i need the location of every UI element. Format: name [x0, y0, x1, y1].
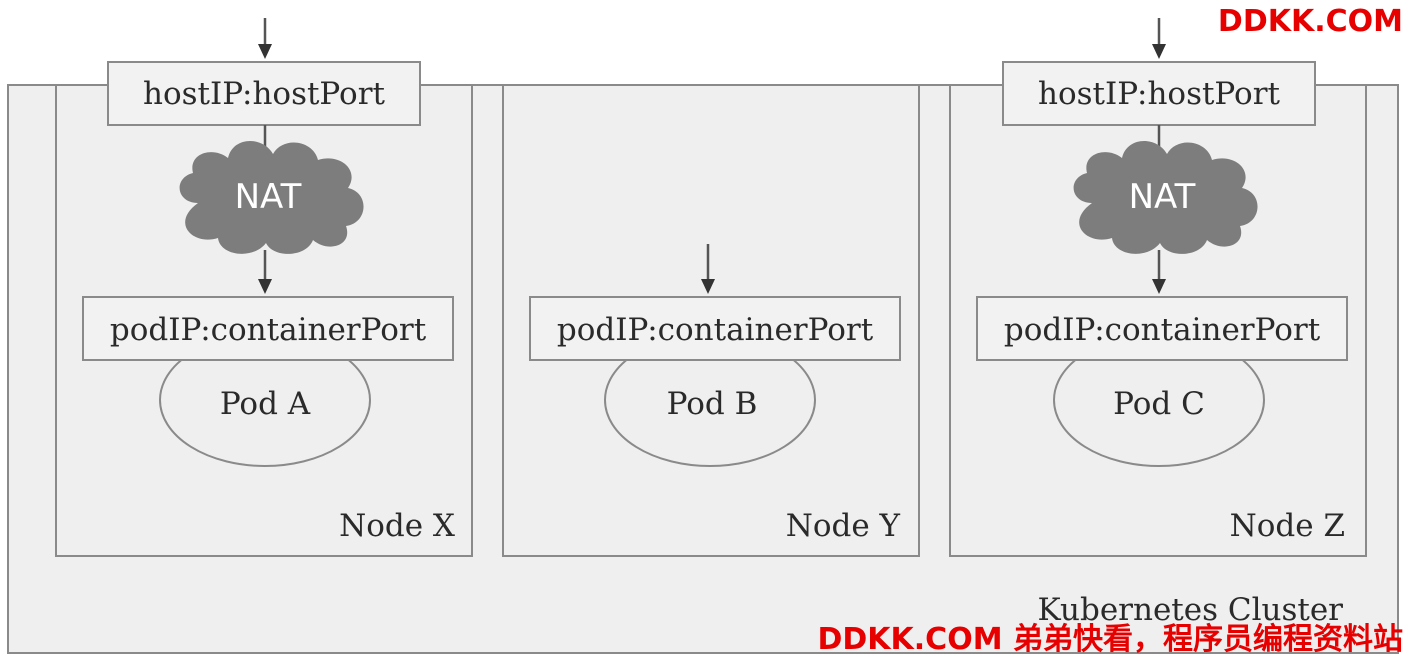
pod-port-label: podIP:containerPort: [1004, 312, 1321, 348]
pod-port-box: [976, 296, 1348, 361]
node-z: Node Z hostIP:hostPort NAT podIP:contain…: [949, 18, 1367, 557]
nat-label: NAT: [1129, 177, 1196, 217]
host-port-label: hostIP:hostPort: [143, 76, 386, 112]
arrowhead-icon: [1152, 44, 1166, 59]
watermark-bottom: DDKK.COM 弟弟快看，程序员编程资料站: [817, 622, 1403, 657]
nat-label: NAT: [235, 177, 302, 217]
arrowhead-icon: [258, 44, 272, 59]
node-x: Node X hostIP:hostPort NAT podIP:contain…: [55, 18, 473, 557]
pod-port-label: podIP:containerPort: [557, 312, 874, 348]
pod-label: Pod C: [1113, 386, 1205, 422]
pod-label: Pod B: [667, 386, 758, 422]
pod-label: Pod A: [220, 386, 311, 422]
cluster-label: Kubernetes Cluster: [1038, 592, 1344, 628]
host-port-box: [107, 61, 421, 126]
watermark-top: DDKK.COM: [1217, 4, 1403, 39]
node-label: Node Y: [786, 508, 901, 544]
arrowhead-icon: [1152, 279, 1166, 294]
arrowhead-icon: [701, 279, 715, 294]
arrowhead-icon: [258, 279, 272, 294]
node-label: Node X: [339, 508, 455, 544]
node-y: Node Y podIP:containerPort Pod B: [502, 84, 920, 557]
pod-port-box: [82, 296, 454, 361]
pod-port-label: podIP:containerPort: [110, 312, 427, 348]
node-label: Node Z: [1230, 508, 1345, 544]
pod-port-box: [529, 296, 901, 361]
host-port-label: hostIP:hostPort: [1038, 76, 1281, 112]
